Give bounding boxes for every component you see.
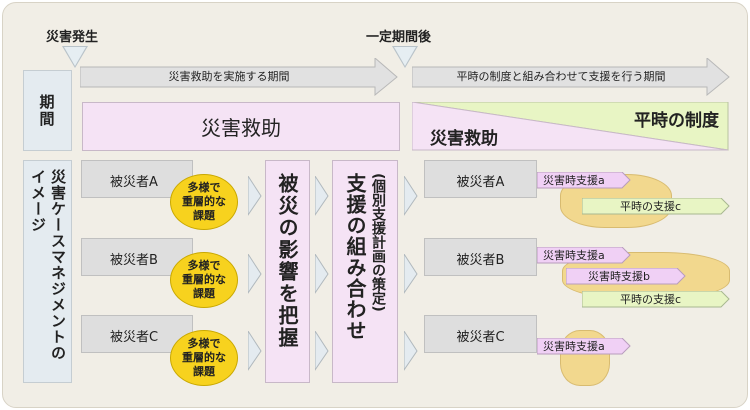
normal-system-label: 平時の制度 (634, 111, 719, 131)
right-relief-label: 災害救助 (430, 129, 498, 149)
combine-support-box: 支援の組み合わせ (個別支援計画の策定) (332, 160, 398, 383)
transition-band: 平時の制度 災害救助 (412, 102, 729, 151)
chevron-right-icon (248, 331, 262, 371)
assess-impact-box: 被災の影響を把握 (265, 160, 310, 383)
chevron-right-icon (248, 176, 262, 216)
event-disaster: 災害発生 (46, 30, 99, 45)
event-disaster-marker (62, 46, 88, 68)
case-label-line2: イメージ (29, 169, 47, 233)
assess-impact-label: 被災の影響を把握 (275, 173, 299, 349)
combined-period-label: 平時の制度と組み合わせて支援を行う期間 (456, 70, 666, 83)
normal-support-c-tag: 平時の支援c (582, 198, 730, 215)
period-label: 期間 (39, 92, 56, 128)
issues-cloud-b: 多様で重層的な課題 (170, 252, 238, 308)
disaster-support-b-tag: 災害時支援b (566, 268, 686, 285)
disaster-support-a-tag: 災害時支援a (537, 172, 631, 189)
chevron-right-icon (315, 331, 329, 371)
chevron-right-icon (404, 176, 418, 216)
disaster-support-a-tag: 災害時支援a (537, 247, 631, 264)
victim-c-box: 被災者C (81, 315, 193, 353)
chevron-right-icon (315, 176, 329, 216)
issues-cloud-a: 多様で重層的な課題 (170, 174, 238, 230)
victim-c-box-right: 被災者C (424, 315, 537, 353)
victim-a-box-right: 被災者A (424, 160, 537, 198)
support-plan-label: (個別支援計画の策定) (370, 173, 386, 312)
relief-period-label: 災害救助を実施する期間 (168, 70, 290, 83)
relief-band-label: 災害救助 (201, 116, 281, 140)
issues-cloud-c: 多様で重層的な課題 (170, 330, 238, 386)
case-management-label-box: 災害ケースマネジメントの イメージ (23, 160, 72, 383)
relief-period-arrow: 災害救助を実施する期間 (80, 58, 398, 96)
normal-support-c-tag: 平時の支援c (582, 291, 730, 308)
chevron-right-icon (248, 254, 262, 294)
period-label-box: 期間 (23, 70, 72, 151)
relief-band: 災害救助 (82, 102, 400, 151)
chevron-right-icon (404, 331, 418, 371)
event-after-period-marker (392, 46, 418, 68)
combine-support-label: 支援の組み合わせ (343, 173, 367, 341)
event-after-period: 一定期間後 (366, 30, 432, 45)
chevron-right-icon (315, 254, 329, 294)
case-label-line1: 災害ケースマネジメントの (49, 169, 67, 361)
combined-period-arrow: 平時の制度と組み合わせて支援を行う期間 (412, 58, 730, 96)
chevron-right-icon (404, 254, 418, 294)
victim-b-box: 被災者B (81, 238, 193, 276)
disaster-support-a-tag: 災害時支援a (537, 338, 631, 355)
victim-b-box-right: 被災者B (424, 238, 537, 276)
